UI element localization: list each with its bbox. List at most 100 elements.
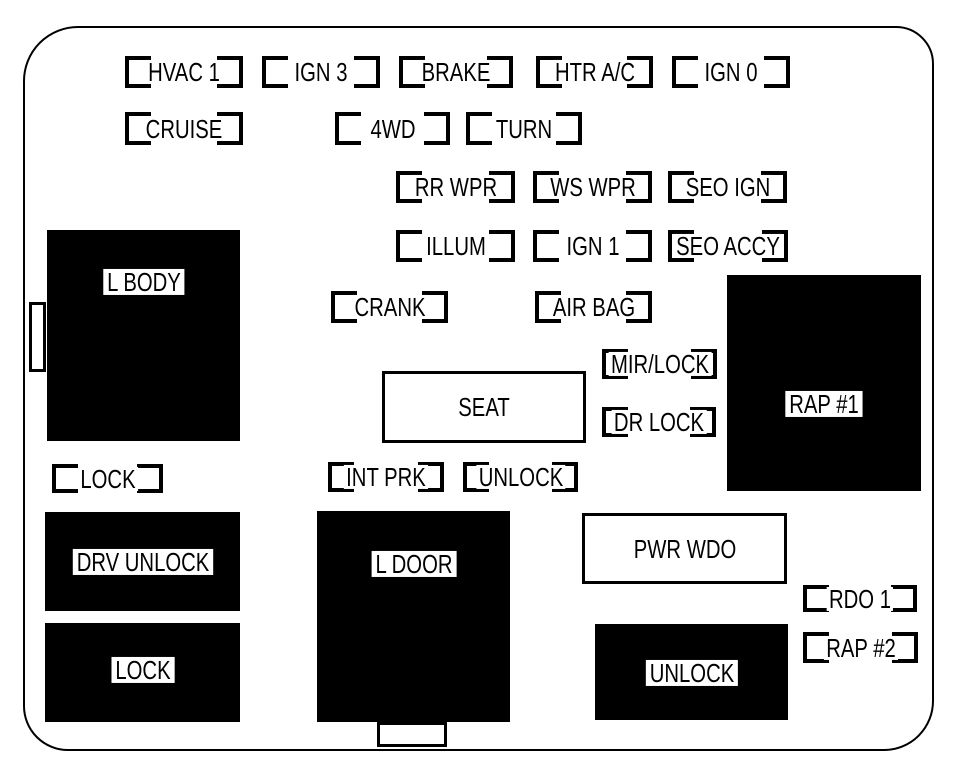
fuse-bracket-right-icon: [422, 291, 448, 323]
fuse-air-bag: AIR BAG: [535, 291, 652, 323]
fuse-bracket-left-icon: [466, 112, 492, 145]
fuse-bracket-right-icon: [626, 230, 652, 262]
fuse-unlock: UNLOCK: [463, 462, 578, 492]
relay-block-label: L DOOR: [371, 551, 456, 578]
fuse-label: BRAKE: [419, 59, 493, 85]
fuse-bracket-left-icon: [803, 632, 829, 663]
fuse-bracket-right-icon: [691, 349, 717, 379]
fuse-label: IGN 3: [292, 59, 350, 85]
component-box-pwr-wdo: PWR WDO: [582, 513, 787, 584]
fuse-bracket-right-icon: [891, 585, 917, 612]
fuse-label: UNLOCK: [475, 464, 566, 490]
fuse-label: RAP #2: [823, 634, 898, 661]
fuse-label: CRANK: [351, 294, 428, 320]
fuse-rdo-1: RDO 1: [803, 585, 917, 612]
fuse-mir-lock: MIR/LOCK: [602, 349, 717, 379]
fuse-bracket-left-icon: [331, 291, 357, 323]
fuse-bracket-left-icon: [668, 171, 694, 203]
fuse-label: SEO IGN: [682, 174, 773, 200]
fuse-bracket-left-icon: [125, 112, 151, 145]
fuse-ign-1: IGN 1: [533, 230, 652, 262]
fuse-bracket-left-icon: [463, 462, 489, 492]
fuse-bracket-right-icon: [217, 56, 243, 88]
fuse-rap-2: RAP #2: [803, 632, 918, 663]
fuse-label: SEO ACCY: [673, 233, 783, 259]
fuse-bracket-right-icon: [418, 462, 444, 492]
fuse-bracket-right-icon: [489, 171, 515, 203]
fuse-crank: CRANK: [331, 291, 448, 323]
fuse-bracket-right-icon: [690, 407, 716, 437]
fuse-cruise: CRUISE: [125, 112, 243, 145]
fuse-bracket-left-icon: [262, 56, 288, 88]
fuse-bracket-right-icon: [137, 464, 163, 493]
fuse-4wd: 4WD: [335, 112, 450, 145]
fuse-turn: TURN: [466, 112, 582, 145]
fuse-bracket-left-icon: [803, 585, 829, 612]
fuse-label: WS WPR: [547, 174, 638, 200]
fuse-bracket-right-icon: [487, 56, 513, 88]
relay-block-label: DRV UNLOCK: [72, 549, 213, 576]
fuse-bracket-right-icon: [354, 56, 380, 88]
fuse-label: IGN 1: [563, 233, 622, 259]
fuse-label: IGN 0: [702, 59, 760, 85]
fuse-hvac-1: HVAC 1: [125, 56, 243, 88]
fuse-label: 4WD: [367, 115, 418, 142]
fuse-label: INT PRK: [343, 464, 429, 490]
fuse-bracket-left-icon: [52, 464, 78, 493]
connector-tab-bottom: [377, 722, 447, 747]
fuse-bracket-right-icon: [627, 56, 653, 88]
fuse-rr-wpr: RR WPR: [396, 171, 515, 203]
fuse-lock: LOCK: [52, 464, 163, 493]
fuse-label: MIR/LOCK: [608, 351, 711, 377]
fuse-label: CRUISE: [143, 115, 225, 142]
fuse-bracket-left-icon: [602, 349, 628, 379]
fuse-label: DR LOCK: [611, 409, 707, 435]
fuse-label: ILLUM: [423, 233, 488, 259]
fuse-bracket-left-icon: [328, 462, 354, 492]
fuse-bracket-left-icon: [672, 56, 698, 88]
fuse-label: RDO 1: [826, 585, 894, 612]
fuse-label: AIR BAG: [550, 294, 637, 320]
fuse-label: HVAC 1: [145, 59, 223, 85]
fuse-ws-wpr: WS WPR: [533, 171, 652, 203]
relay-block-rap-1: RAP #1: [727, 275, 921, 491]
fuse-bracket-right-icon: [552, 462, 578, 492]
fuse-brake: BRAKE: [399, 56, 513, 88]
fuse-bracket-right-icon: [489, 230, 515, 262]
relay-block-label: LOCK: [110, 657, 175, 684]
fuse-bracket-right-icon: [626, 171, 652, 203]
fuse-bracket-right-icon: [626, 291, 652, 323]
relay-block-drv-unlock: DRV UNLOCK: [45, 512, 240, 611]
fuse-bracket-left-icon: [396, 230, 422, 262]
fuse-bracket-right-icon: [556, 112, 582, 145]
relay-block-label: L BODY: [102, 269, 185, 296]
component-box-label: PWR WDO: [633, 533, 736, 564]
fuse-bracket-left-icon: [536, 56, 562, 88]
connector-tab-left: [29, 302, 46, 372]
fuse-bracket-left-icon: [399, 56, 425, 88]
fuse-label: RR WPR: [412, 174, 499, 200]
fuse-bracket-right-icon: [217, 112, 243, 145]
relay-block-unlock: UNLOCK: [595, 624, 788, 720]
relay-block-l-door: L DOOR: [317, 511, 510, 722]
fuse-ign-3: IGN 3: [262, 56, 380, 88]
fuse-bracket-left-icon: [668, 230, 694, 262]
fuse-bracket-right-icon: [764, 56, 790, 88]
fuse-label: HTR A/C: [552, 59, 637, 85]
fuse-bracket-right-icon: [761, 171, 787, 203]
fuse-label: LOCK: [77, 465, 138, 492]
fuse-bracket-right-icon: [762, 230, 788, 262]
fuse-label: TURN: [493, 115, 555, 142]
fuse-bracket-right-icon: [424, 112, 450, 145]
relay-block-label: UNLOCK: [645, 660, 738, 687]
fuse-int-prk: INT PRK: [328, 462, 444, 492]
fuse-bracket-left-icon: [125, 56, 151, 88]
relay-block-label: RAP #1: [785, 391, 863, 418]
fuse-ign-0: IGN 0: [672, 56, 790, 88]
fuse-htr-a-c: HTR A/C: [536, 56, 653, 88]
fuse-illum: ILLUM: [396, 230, 515, 262]
fuse-bracket-left-icon: [533, 171, 559, 203]
fuse-bracket-right-icon: [892, 632, 918, 663]
component-box-seat: SEAT: [382, 371, 586, 443]
